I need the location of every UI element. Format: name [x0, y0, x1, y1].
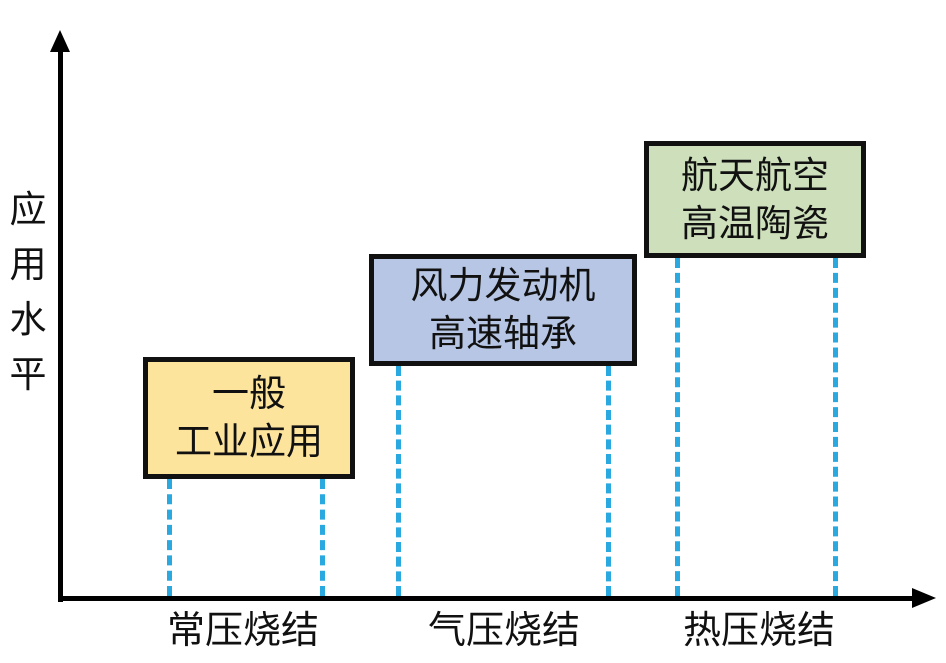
stage-1-left-guide-line — [167, 479, 172, 596]
application-box-general-industry: 一般 工业应用 — [143, 357, 355, 479]
x-axis — [58, 596, 916, 601]
application-box-aerospace-ceramics: 航天航空 高温陶瓷 — [644, 141, 866, 258]
process-label-hot-press-sintering: 热压烧结 — [683, 608, 836, 652]
y-axis-label-char: 水 — [9, 298, 47, 341]
stage-3-left-guide-line — [675, 258, 680, 596]
y-axis-label-char: 平 — [9, 353, 47, 396]
application-box-line: 一般 — [212, 372, 286, 415]
process-label-atmospheric-sintering: 常压烧结 — [167, 608, 320, 652]
y-axis — [58, 48, 63, 602]
application-box-line: 高速轴承 — [429, 312, 577, 355]
y-axis-label-char: 应 — [9, 188, 47, 231]
y-axis-arrow-icon — [50, 30, 70, 52]
application-box-line: 高温陶瓷 — [681, 201, 829, 245]
stage-1-right-guide-line — [320, 479, 325, 596]
application-box-line: 风力发动机 — [410, 264, 596, 307]
stage-2-right-guide-line — [606, 366, 611, 596]
y-axis-label-char: 用 — [9, 243, 47, 286]
application-box-line: 工业应用 — [175, 420, 323, 463]
stage-3-right-guide-line — [833, 258, 838, 596]
y-axis-label: 应 用 水 平 — [6, 182, 50, 402]
application-box-wind-turbine-bearing: 风力发动机 高速轴承 — [369, 254, 637, 366]
application-box-line: 航天航空 — [681, 153, 829, 197]
x-axis-arrow-icon — [912, 588, 936, 608]
process-label-gas-pressure-sintering: 气压烧结 — [428, 608, 581, 652]
stage-2-left-guide-line — [396, 366, 401, 596]
